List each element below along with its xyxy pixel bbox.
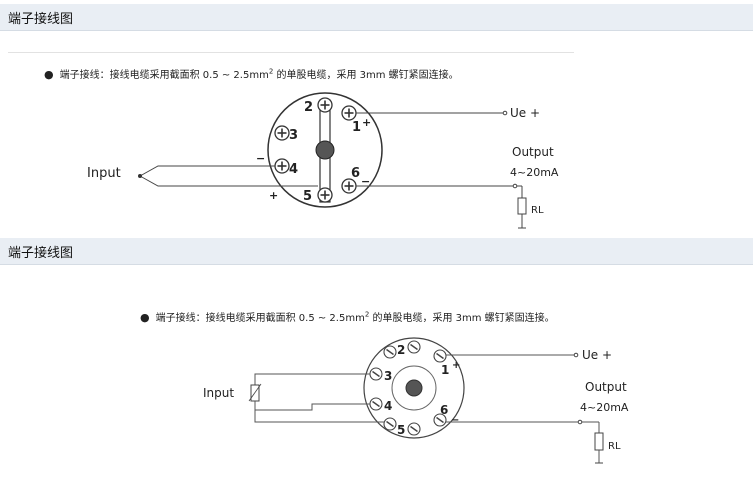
ue-label: Ue + — [582, 348, 612, 362]
spec-superscript: 2 — [364, 310, 370, 319]
center-hole — [405, 379, 423, 397]
output-range: 4~20mA — [580, 401, 629, 414]
screw-icon — [341, 105, 357, 121]
screw-icon — [341, 178, 357, 194]
screw-icon — [274, 125, 290, 141]
terminal-3-label: 3 — [384, 369, 392, 383]
terminal-1-label: 1 — [352, 120, 361, 135]
section-2-title: 端子接线图 — [8, 246, 74, 261]
terminal-3-label: 3 — [289, 128, 298, 143]
input-label: Input — [87, 166, 121, 181]
section-2-spec: ● 端子接线：接线电缆采用截面积 0.5 ~ 2.5mm2 的单股电缆，采用 3m… — [140, 309, 555, 324]
output-terminal-dot — [512, 183, 518, 189]
rtd-sensor-slash — [248, 383, 262, 402]
input-wire-a — [139, 165, 275, 177]
bullet-icon: ● — [44, 68, 54, 81]
terminal-6-minus: − — [451, 415, 459, 426]
rtd-wire-b — [254, 401, 384, 423]
screw-icon — [369, 397, 383, 411]
load-resistor — [517, 197, 527, 215]
ue-label: Ue + — [510, 106, 540, 120]
section-1-spec: ● 端子接线：接线电缆采用截面积 0.5 ~ 2.5mm2 的单股电缆，采用 3m… — [44, 66, 459, 81]
screw-icon — [369, 367, 383, 381]
diagram-1: 2 1 + 3 4 5 6 − − + Ue + Input Output 4~… — [87, 92, 559, 229]
terminal-2-label: 2 — [304, 100, 313, 115]
terminal-6-label: 6 — [440, 403, 448, 417]
section-1-header: 端子接线图 — [0, 4, 753, 31]
section-1-title: 端子接线图 — [8, 12, 74, 27]
ue-terminal-dot — [573, 352, 579, 358]
input-label: Input — [203, 386, 234, 400]
screw-icon — [407, 422, 421, 436]
center-hole — [315, 140, 335, 160]
spec-label: 端子接线： — [59, 70, 110, 81]
spec-text-post: 的单股电缆，采用 3mm 螺钉紧固连接。 — [273, 70, 459, 81]
terminal-6-label: 6 — [351, 166, 360, 181]
screw-icon — [317, 97, 333, 113]
output-label: Output — [512, 145, 554, 159]
terminal-5-label: 5 — [303, 189, 312, 204]
input-minus: − — [256, 152, 265, 165]
screw-icon — [407, 340, 421, 354]
screw-icon — [317, 187, 333, 203]
terminal-1-label: 1 — [441, 363, 449, 377]
input-wire-b — [139, 175, 318, 187]
rl-label: RL — [531, 205, 544, 216]
spec-superscript: 2 — [268, 67, 274, 76]
output-range: 4~20mA — [510, 166, 559, 179]
terminal-2-label: 2 — [397, 343, 405, 357]
bullet-icon: ● — [140, 311, 150, 324]
screw-icon — [383, 345, 397, 359]
terminal-6-minus: − — [361, 175, 370, 188]
spec-label: 端子接线： — [155, 313, 206, 324]
screw-icon — [383, 417, 397, 431]
screw-icon — [433, 349, 447, 363]
diagram-2: 2 1 + 3 4 5 6 − Ue + Input Output 4~20mA… — [203, 337, 629, 464]
load-resistor — [594, 432, 604, 451]
terminal-4-label: 4 — [384, 399, 392, 413]
output-terminal-dot — [577, 419, 583, 425]
terminal-4-label: 4 — [289, 162, 298, 177]
spec-text-pre: 接线电缆采用截面积 0.5 ~ 2.5mm — [205, 313, 365, 324]
section-2-header: 端子接线图 — [0, 238, 753, 265]
terminal-1-plus: + — [362, 116, 371, 129]
spec-text-post: 的单股电缆，采用 3mm 螺钉紧固连接。 — [369, 313, 555, 324]
rtd-wire-c — [255, 403, 370, 411]
rtd-wire-a — [254, 373, 370, 385]
screw-icon — [274, 158, 290, 174]
thermocouple-junction — [138, 174, 142, 178]
terminal-1-plus: + — [452, 360, 460, 371]
spec-text-pre: 接线电缆采用截面积 0.5 ~ 2.5mm — [109, 70, 269, 81]
divider — [8, 52, 574, 53]
input-plus: + — [269, 189, 278, 202]
ue-terminal-dot — [502, 110, 508, 116]
terminal-5-label: 5 — [397, 423, 405, 437]
rl-label: RL — [608, 441, 621, 452]
output-label: Output — [585, 380, 627, 394]
